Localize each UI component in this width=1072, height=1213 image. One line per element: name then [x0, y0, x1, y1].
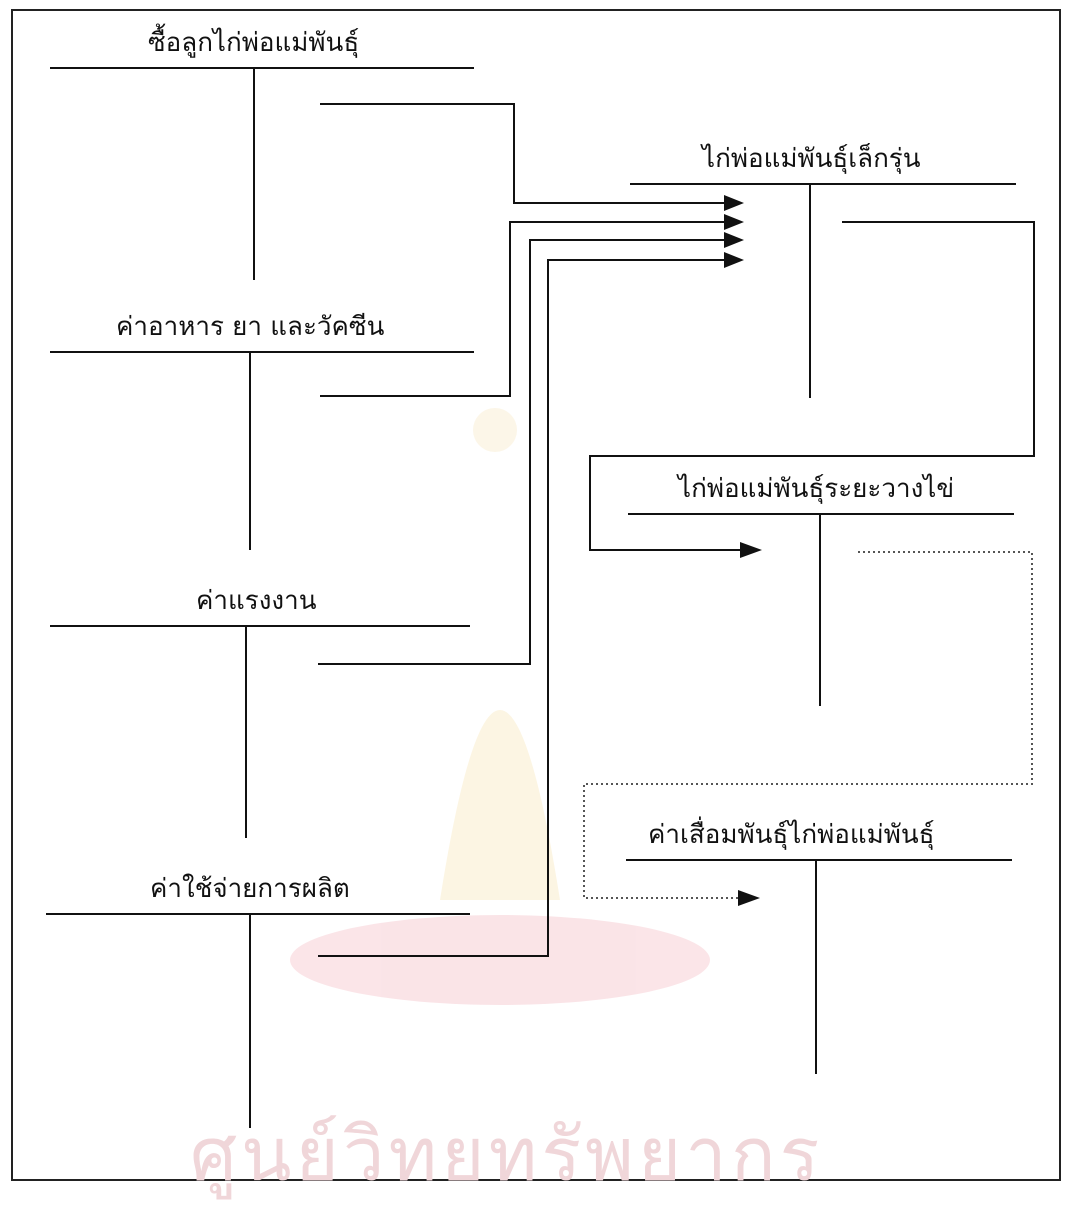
label-young-breeders: ไก่พ่อแม่พันธุ์เล็กรุ่น: [702, 144, 921, 174]
arrowhead-laying: [740, 542, 762, 558]
arrowhead-purchase: [724, 195, 744, 211]
arrowhead-labor: [724, 232, 744, 248]
label-purchase-chicks: ซื้อลูกไก่พ่อแม่พันธุ์: [148, 28, 360, 58]
arrowhead-feed: [724, 214, 744, 230]
connector-young-to-laying: [589, 221, 1035, 551]
connector-labor-to-young: [318, 239, 725, 665]
label-feed-medicine-vaccine: ค่าอาหาร ยา และวัคซีน: [116, 312, 385, 342]
connector-laying-to-depreciation: [583, 551, 1033, 899]
connector-purchase-to-young: [320, 103, 725, 204]
label-breeder-depreciation: ค่าเสื่อมพันธุ์ไก่พ่อแม่พันธุ์: [648, 820, 935, 850]
diagram-border: [11, 9, 1061, 1181]
connector-overhead-to-young: [318, 259, 725, 957]
label-labor-cost: ค่าแรงงาน: [196, 586, 317, 616]
label-laying-breeders: ไก่พ่อแม่พันธุ์ระยะวางไข่: [678, 474, 955, 504]
diagram-canvas: ศูนย์วิทยทรัพยากร: [11, 9, 1061, 1198]
arrowhead-overhead: [724, 252, 744, 268]
connector-feed-to-young: [320, 221, 725, 397]
label-production-overhead: ค่าใช้จ่ายการผลิต: [150, 874, 350, 904]
watermark-text: ศูนย์วิทยทรัพยากร: [190, 1112, 824, 1198]
arrowhead-depreciation: [738, 890, 760, 906]
watermark-seal: [290, 408, 710, 1005]
flow-lines: [46, 67, 1035, 1128]
